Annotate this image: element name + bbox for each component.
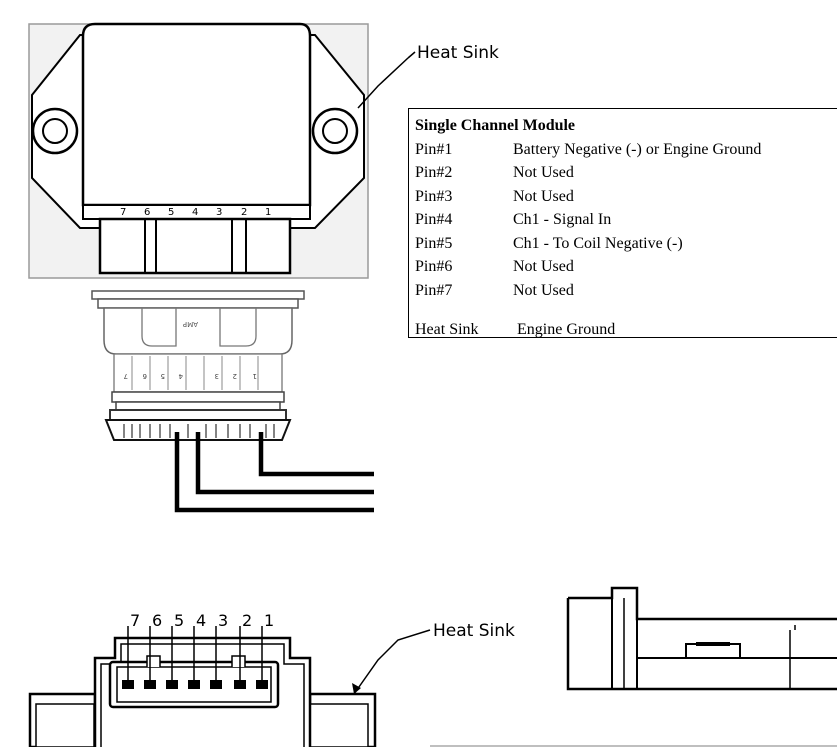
module-side-view (430, 586, 837, 747)
top-pin-numbers: 7 6 5 4 3 2 1 (120, 207, 271, 218)
heat-sink-leader-front (353, 629, 431, 695)
connector-brand: AMP (183, 320, 198, 328)
pin-description: Battery Negative (-) or Engine Ground (513, 140, 762, 158)
front-pin-number: 1 (264, 611, 274, 630)
pin-description: Not Used (513, 258, 574, 275)
connector-pin-number: 3 (215, 372, 219, 380)
top-pin-number: 2 (241, 207, 247, 218)
front-pin-number: 5 (174, 611, 184, 630)
front-pin-number: 6 (152, 611, 162, 630)
pin-label: Pin#3 (415, 187, 453, 205)
wire-pin-7 (174, 432, 374, 513)
pin-label: Pin#6 (415, 258, 453, 275)
table-title: Single Channel Module (415, 117, 576, 134)
pin-description: Ch1 - To Coil Negative (-) (513, 234, 683, 252)
pin-label: Pin#5 (415, 234, 453, 252)
top-pin-number: 4 (192, 207, 198, 218)
pin-label: Pin#2 (415, 164, 453, 181)
connector-pin-number: 4 (178, 372, 183, 380)
table-row: Pin#7 Not Used (415, 279, 837, 303)
heat-sink-label-top: Heat Sink (417, 43, 499, 63)
top-pin-number: 6 (144, 207, 150, 218)
front-pins (122, 626, 268, 689)
heat-sink-label-front: Heat Sink (433, 621, 515, 641)
pin-description: Not Used (513, 281, 574, 299)
connector-pin-number: 7 (124, 372, 128, 380)
top-pin-number: 1 (265, 207, 271, 218)
top-pin-number: 7 (120, 207, 126, 218)
wire-pin-5 (195, 432, 374, 495)
pin-label: Pin#7 (415, 281, 453, 299)
heat-sink-description: Engine Ground (517, 321, 616, 338)
table-row: Pin#3 Not Used (415, 185, 837, 209)
connector-pin-number: 1 (253, 372, 257, 380)
heat-sink-body (81, 22, 312, 207)
mounting-hole-right (311, 107, 359, 155)
pin-description: Not Used (513, 164, 574, 181)
connector-pin-number: 2 (233, 372, 237, 380)
pin-table: Single Channel Module Pin#1 Battery Negat… (408, 108, 837, 338)
table-row: Pin#4 Ch1 - Signal In (415, 208, 837, 232)
table-row-heat-sink: Heat Sink Engine Ground (415, 318, 837, 342)
pin-label: Pin#4 (415, 211, 453, 228)
front-pin-number: 7 (130, 611, 140, 630)
front-pin-number: 4 (196, 611, 206, 630)
connector-pin-number: 6 (142, 372, 147, 380)
mounting-hole-left (31, 107, 79, 155)
module-top-view: 7 6 5 4 3 2 1 Heat Sink (28, 22, 499, 279)
connector-shroud (98, 217, 292, 275)
heat-sink-pin-label: Heat Sink (415, 321, 479, 338)
pin-label: Pin#1 (415, 140, 453, 158)
table-row: Pin#2 Not Used (415, 161, 837, 185)
harness-wires (174, 432, 374, 513)
top-pin-number: 3 (216, 207, 222, 218)
front-pin-number: 3 (218, 611, 228, 630)
pin-description: Ch1 - Signal In (513, 211, 612, 228)
harness-connector: AMP 7 6 5 4 3 2 1 (91, 290, 374, 513)
top-pin-number: 5 (168, 207, 174, 218)
heat-sink-leader (357, 57, 409, 109)
table-row: Pin#6 Not Used (415, 255, 837, 279)
wire-pin-1 (258, 432, 374, 477)
module-front-view: 7 6 5 4 3 2 1 Heat Sink (28, 611, 515, 747)
connector-pin-numbers: 7 6 5 4 3 2 1 (124, 372, 257, 380)
front-pin-number: 2 (242, 611, 252, 630)
table-row: Pin#5 Ch1 - To Coil Negative (-) (415, 232, 837, 256)
table-row: Pin#1 Battery Negative (-) or Engine Grou… (415, 138, 837, 162)
pin-description: Not Used (513, 187, 574, 205)
connector-pin-number: 5 (161, 372, 165, 380)
front-pin-numbers: 7 6 5 4 3 2 1 (130, 611, 274, 630)
